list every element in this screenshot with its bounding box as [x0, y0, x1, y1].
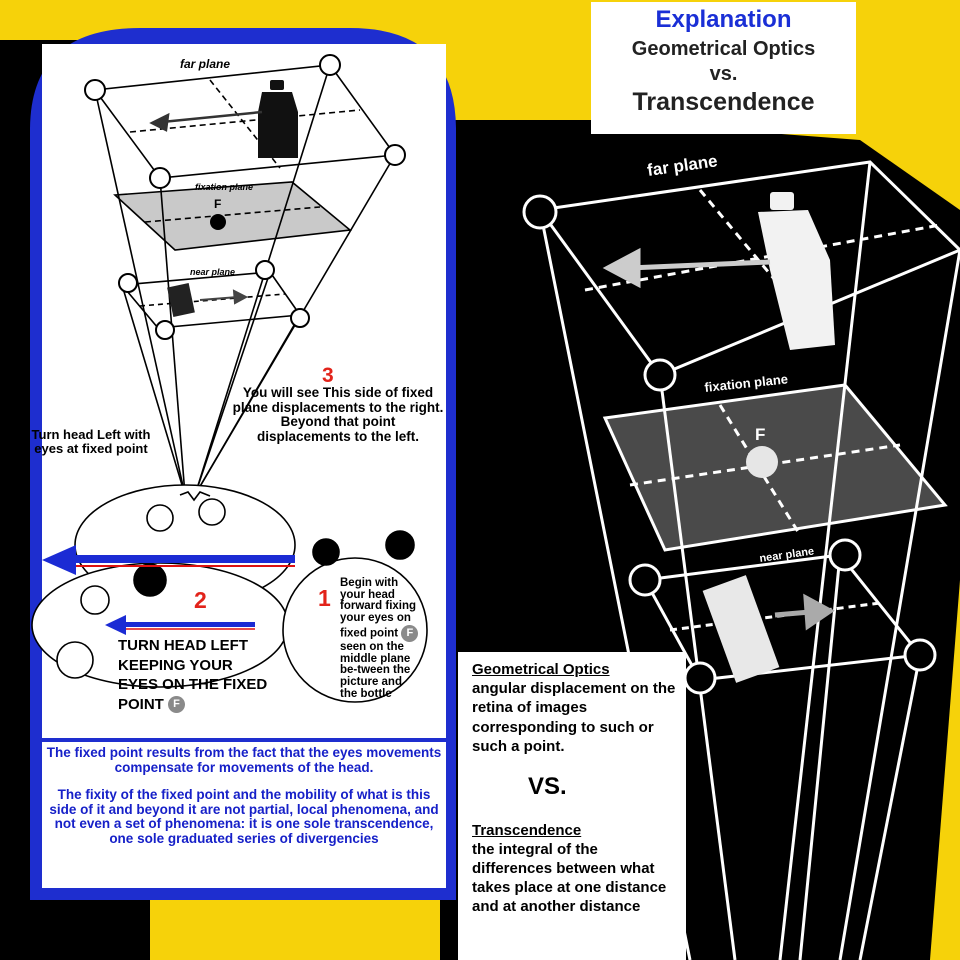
step1-text: Begin with your head forward fixing your…: [340, 577, 420, 700]
step1-text-before: Begin with your head forward fixing your…: [340, 577, 417, 640]
definitions-vs: VS.: [528, 772, 567, 800]
turn-head-label: Turn head Left with eyes at fixed point: [31, 427, 151, 457]
left-far-plane-label: far plane: [180, 57, 230, 71]
trans-text: the integral of the differences between …: [472, 840, 667, 916]
title-geometrical-optics: Geometrical Optics: [631, 38, 816, 60]
step2-number: 2: [194, 587, 207, 613]
step2-text-main: TURN HEAD LEFT KEEPING YOUR EYES ON THE …: [118, 637, 268, 713]
right-near-arrow: [774, 593, 835, 631]
trans-title: Transcendence: [472, 821, 582, 839]
left-near-arrow: [199, 289, 249, 305]
right-picture: [702, 575, 780, 683]
step3-text: You will see This side of fixed plane di…: [232, 385, 444, 444]
title-transcendence: Transcendence: [632, 88, 815, 116]
right-corner-nodes: [522, 194, 937, 695]
step2-text: TURN HEAD LEFT KEEPING YOUR EYES ON THE …: [118, 636, 268, 714]
fixed-point-badge-2: F: [168, 696, 186, 714]
title-box: Explanation Geometrical Optics vs. Trans…: [591, 2, 856, 134]
explanation-para1: The fixed point results from the fact th…: [46, 745, 442, 775]
left-far-arrow: [149, 110, 263, 132]
small-blue-arrow: [105, 615, 255, 635]
geo-title: Geometrical Optics: [472, 661, 610, 678]
right-far-arrow: [602, 247, 771, 289]
left-near-plane-label: near plane: [190, 267, 235, 277]
step3-number: 3: [322, 364, 334, 387]
explanation-para2: The fixity of the fixed point and the mo…: [49, 786, 439, 847]
definitions: Geometrical Optics angular displacement …: [472, 660, 682, 917]
left-corner-nodes: [84, 54, 406, 340]
right-fixed-point: [746, 446, 778, 478]
left-fixation-plane-label: fixation plane: [195, 182, 253, 192]
definitions-panel: [458, 652, 686, 960]
title-explanation: Explanation: [655, 6, 792, 33]
explanation-box: The fixed point results from the fact th…: [42, 742, 446, 888]
heads-illustration: [31, 484, 428, 703]
fixed-point-badge: F: [401, 624, 419, 642]
left-fixed-point-letter: F: [214, 197, 221, 211]
title-vs: vs.: [709, 63, 738, 85]
step1-text-after: seen on the middle plane be-tween the pi…: [340, 640, 411, 700]
right-fixed-point-letter: F: [755, 425, 765, 444]
right-bottle: [758, 192, 835, 350]
big-blue-arrow: [42, 545, 295, 575]
geo-text: angular displacement on the retina of im…: [472, 680, 676, 755]
left-fixed-point: [210, 214, 226, 230]
left-picture: [167, 283, 195, 317]
step1-number: 1: [318, 585, 331, 611]
left-bottle: [258, 80, 298, 158]
